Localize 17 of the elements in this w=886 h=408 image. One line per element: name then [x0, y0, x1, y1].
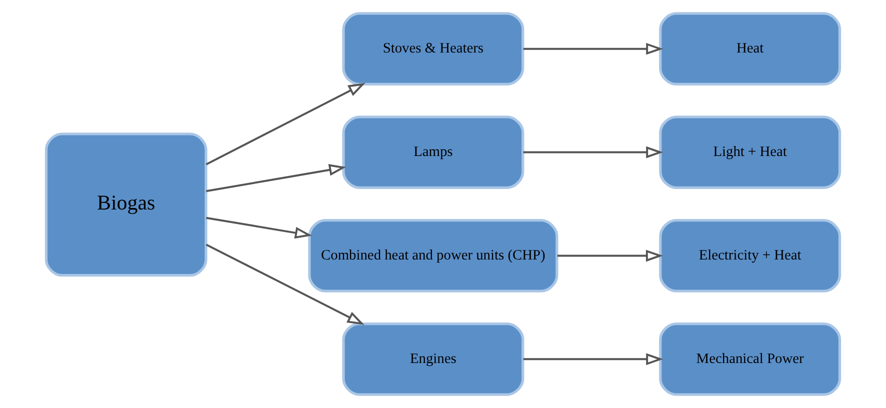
node-box: Mechanical Power — [659, 322, 842, 396]
node-box: Electricity + Heat — [659, 219, 842, 292]
node-box: Light + Heat — [659, 116, 842, 189]
node-box: Lamps — [342, 116, 524, 189]
arrow — [206, 244, 364, 325]
arrow — [206, 82, 366, 166]
node-box: Heat — [659, 12, 842, 86]
node-box: Engines — [342, 322, 524, 396]
node-box: Combined heat and power units (CHP) — [308, 219, 558, 292]
arrow — [206, 164, 346, 192]
arrow — [557, 250, 663, 262]
arrow — [523, 146, 664, 158]
arrow — [523, 353, 664, 366]
node-box: Biogas — [44, 132, 208, 277]
arrow — [206, 216, 312, 239]
node-box: Stoves & Heaters — [342, 12, 524, 86]
arrow — [523, 42, 664, 55]
